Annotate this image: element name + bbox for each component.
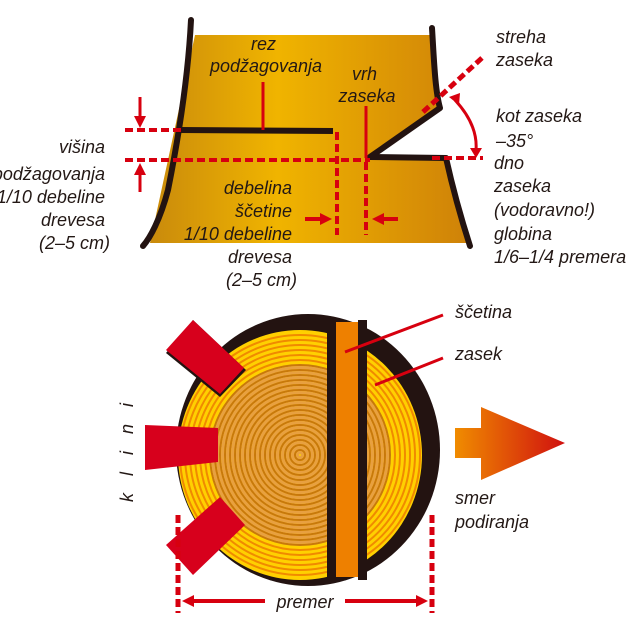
tree-ring-fill: [296, 451, 304, 459]
label-rez-podzagovanja: rez podžagovanja: [209, 34, 322, 76]
wedge-top: [166, 320, 244, 394]
arrowheads: [134, 93, 482, 225]
tree-ring-fill: [276, 431, 324, 479]
label-dno-zaseka: dno zaseka (vodoravno!) globina 1/6–1/4 …: [493, 153, 626, 267]
angle-arc: [453, 98, 478, 151]
label-streha-zaseka: streha zaseka: [495, 27, 553, 70]
arrowhead-icon: [372, 213, 384, 225]
wedge-middle: [145, 425, 218, 470]
arrowhead-icon: [134, 116, 146, 128]
trunk-left-outline: [140, 17, 194, 249]
tree-ring: [224, 379, 376, 531]
tree-ring: [229, 384, 371, 526]
arrowhead-icon: [320, 213, 332, 225]
scetina-pointer: [344, 313, 444, 354]
trunk-right-outline: [367, 25, 473, 249]
zasek-pointer: [374, 356, 444, 387]
tree-ring: [284, 439, 316, 471]
tree-ring-fill: [281, 436, 319, 474]
roof-dash: [421, 55, 485, 114]
tree-ring: [219, 374, 381, 536]
hinge-strip: [336, 322, 358, 577]
felling-direction-arrow-icon: [455, 407, 565, 480]
tree-ring: [294, 449, 306, 461]
label-debelina-scetine: debelina ščetine 1/10 debeline drevesa (…: [184, 178, 297, 290]
trunk-side-view: [140, 17, 473, 249]
tree-ring-fill: [221, 376, 379, 534]
hinge-left-line: [327, 318, 336, 581]
label-kot-zaseka: kot zaseka –35°: [495, 106, 587, 151]
label-vrh-zaseka: vrh zaseka: [337, 64, 395, 106]
label-smer-podiranja: smer podiranja: [454, 488, 529, 532]
label-zasek: zasek: [454, 344, 503, 364]
tree-ring-fill: [291, 446, 309, 464]
label-klini: k l i n i: [117, 397, 137, 502]
arrowhead-icon: [449, 93, 460, 105]
diameter-measure: [175, 515, 435, 613]
tree-ring-fill: [231, 386, 369, 524]
arrowhead-icon: [182, 595, 194, 607]
log-cross-section: [176, 314, 440, 586]
wedges: [145, 320, 246, 575]
tree-ring: [289, 444, 311, 466]
label-premer: premer: [275, 592, 334, 612]
arrowhead-icon: [470, 148, 482, 158]
hinge-right-line: [358, 320, 367, 580]
label-visina-podzagovanja: višina podžagovanja 1/10 debeline dreves…: [0, 137, 110, 253]
tree-ring: [274, 429, 326, 481]
trunk-fill: [150, 35, 468, 243]
tree-ring-fill: [226, 381, 374, 529]
back-cut-line: [179, 127, 334, 134]
tree-ring-fill: [286, 441, 314, 469]
arrowhead-icon: [416, 595, 428, 607]
wedge-bottom: [166, 497, 245, 575]
label-scetina: ščetina: [455, 302, 512, 322]
arrowhead-icon: [134, 163, 146, 175]
tree-ring: [279, 434, 321, 476]
